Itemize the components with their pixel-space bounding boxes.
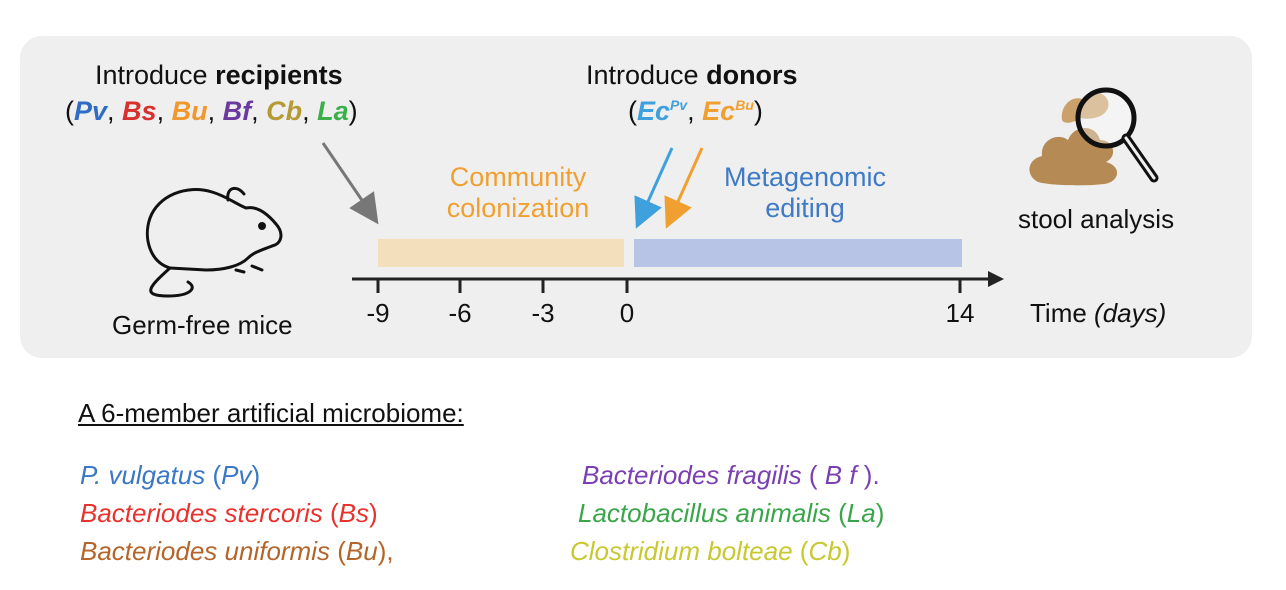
stool-magnifier-icon <box>1029 87 1159 186</box>
time-axis-arrowhead <box>988 271 1004 287</box>
tick-label: -9 <box>366 298 390 328</box>
species-la: La <box>317 96 349 126</box>
legend-item-pv: P. vulgatus (Pv) <box>80 460 261 490</box>
stool-label: stool analysis <box>1018 204 1175 234</box>
editing-bar <box>634 239 962 267</box>
legend-item-la: Lactobacillus animalis (La) <box>578 498 885 528</box>
recipients-list: (Pv, Bs, Bu, Bf, Cb, La) <box>65 96 358 126</box>
mouse-icon <box>145 186 283 298</box>
tick-label: -3 <box>531 298 555 328</box>
donor-ec-pv: EcPv <box>637 96 688 126</box>
colonization-bar <box>378 239 624 267</box>
tick-label: 14 <box>945 298 975 328</box>
donor-bu-arrow <box>664 147 704 229</box>
axis-label: Time (days) <box>1030 298 1167 328</box>
recipients-arrow <box>321 142 379 225</box>
species-bu: Bu <box>171 96 208 126</box>
recipients-heading: Introduce recipients <box>95 60 343 90</box>
tick-label: -6 <box>448 298 472 328</box>
species-pv: Pv <box>74 96 108 126</box>
species-bs: Bs <box>122 96 157 126</box>
tick-label: 0 <box>619 298 635 328</box>
mice-label: Germ-free mice <box>112 310 293 340</box>
donors-heading: Introduce donors <box>586 60 798 90</box>
legend-item-cb: Clostridium bolteae (Cb) <box>570 536 851 566</box>
donor-pv-arrow <box>634 147 674 229</box>
species-cb: Cb <box>266 96 303 126</box>
donors-list: (EcPv, EcBu) <box>628 96 763 126</box>
legend-item-bs: Bacteriodes stercoris (Bs) <box>80 498 378 528</box>
donor-ec-bu: EcBu <box>702 96 754 126</box>
legend-item-bf: Bacteriodes fragilis ( B f ). <box>582 460 880 490</box>
legend-title: A 6-member artificial microbiome: <box>78 398 464 428</box>
species-bf: Bf <box>222 96 252 126</box>
legend-item-bu: Bacteriodes uniformis (Bu), <box>80 536 394 566</box>
